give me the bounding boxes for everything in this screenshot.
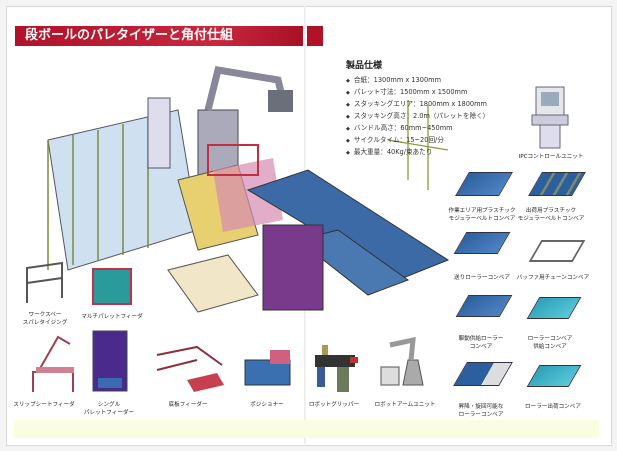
label-gripper: ロボットグリッパー	[308, 402, 360, 408]
spec-item: ◆合紙：1300mm x 1300mm	[346, 76, 441, 84]
label-out-belt: 出荷用プラスチックモジュラーベルトコンベア	[517, 208, 585, 222]
label-roller-supply: ローラーコンベア供給コンベア	[527, 336, 573, 350]
label-buffer-chain: バッファ用チェーンコンベア	[516, 275, 590, 281]
multi-pallet-feeder-image	[92, 268, 132, 305]
positioner-image	[244, 350, 291, 386]
label-roller-send: 送りローラーコンベア	[454, 275, 510, 281]
palletizer-system-illustration	[47, 66, 450, 313]
label-multi-pallet: マルチパレットフィーダ	[81, 314, 143, 320]
label-roller-out: ローラー出荷コンベア	[525, 404, 581, 410]
robot-arm-unit-image	[380, 336, 424, 386]
label-workspace: ワークスペースパレタイジング	[22, 312, 68, 326]
bottom-board-feeder-image	[156, 345, 224, 392]
gripper	[268, 90, 293, 112]
label-single-pallet: シングルパレットフィーダー	[83, 402, 135, 416]
pallet-pink	[213, 158, 283, 232]
roller-conveyor-lower	[296, 229, 410, 296]
label-drive-roller: 駆動供給ローラーコンベア	[458, 336, 504, 350]
spec-item: ◆スタッキング高さ：2.0m（パレットを除く）	[346, 112, 490, 120]
red-frame	[207, 144, 259, 176]
label-ipc: IPCコントロールユニット	[518, 154, 584, 160]
spec-item: ◆バンドル高さ：60mm~450mm	[346, 124, 453, 132]
slip-sheet-feeder-image	[32, 335, 74, 392]
label-lift-roller: 昇降・旋回可能なローラーコンベア	[458, 404, 504, 418]
bottom-highlight-strip	[14, 420, 599, 438]
product-specs: 製品仕様 ◆合紙：1300mm x 1300mm ◆パレット寸法：1500mm …	[346, 58, 489, 158]
bottom-feeder-platform	[167, 254, 259, 313]
spec-item: ◆スタッキングエリア：1800mm x 1800mm	[346, 100, 487, 108]
label-positioner: ポジショナー	[250, 402, 284, 408]
single-pallet-feeder-image	[92, 330, 128, 392]
label-work-belt: 作業エリア用プラスチックモジュラーベルトコンベア	[448, 208, 516, 222]
label-bottom-board: 底板フィーダー	[168, 402, 208, 408]
title-bar-continuation	[307, 26, 323, 46]
purple-feeder	[262, 224, 324, 311]
control-cabinet	[147, 97, 171, 169]
workspace-palletizing-image	[26, 261, 63, 303]
label-arm-unit: ロボットアームユニット	[374, 402, 436, 408]
robot-gripper-image	[315, 345, 358, 392]
label-slip-sheet: スリップシートフィーダ	[13, 402, 75, 408]
spec-item: ◆サイクルタイム：15~20回/分	[346, 136, 444, 144]
page-title: 段ボールのパレタイザーと角付仕組	[15, 26, 303, 46]
specs-title: 製品仕様	[346, 61, 383, 71]
spec-item: ◆パレット寸法：1500mm x 1500mm	[346, 88, 468, 96]
spec-item: ◆最大重量：40Kg/束あたり	[346, 148, 433, 156]
ipc-control-unit-image	[531, 86, 569, 149]
